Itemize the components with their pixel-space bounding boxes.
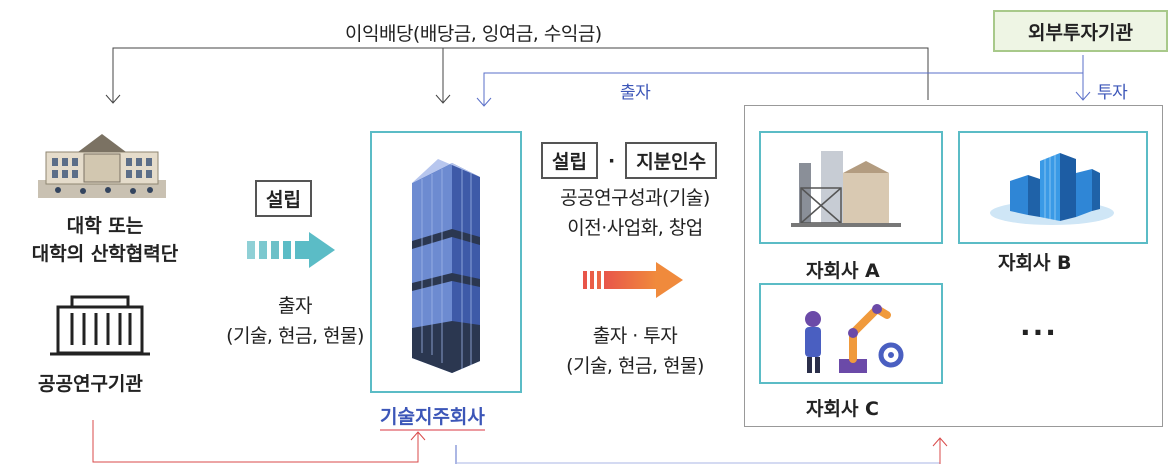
investment-line1: 출자 · 투자	[592, 325, 678, 347]
invest-external-label: 투자	[1097, 83, 1128, 103]
establish-acquire-row: 설립 · 지분인수	[541, 142, 718, 179]
more-ellipsis: ···	[1020, 316, 1058, 349]
university-label-line1: 대학 또는	[66, 215, 144, 237]
university-label: 대학 또는 대학의 산학협력단	[10, 212, 200, 268]
factory-icon	[791, 151, 901, 227]
dividend-label: 이익배당(배당금, 잉여금, 수익금)	[345, 23, 602, 45]
invest-top-label: 출자	[620, 83, 651, 103]
investment-description: 출자 · 투자 (기술, 현금, 현물)	[540, 321, 730, 381]
subsidiary-b-label: 자회사 B	[998, 252, 1072, 274]
institute-icon	[50, 295, 150, 356]
establish-label-left: 설립	[255, 180, 312, 217]
red-arrow-icon	[583, 262, 683, 298]
transfer-description: 공공연구성과(기술) 이전·사업화, 창업	[530, 183, 740, 243]
subsidiary-c-card	[759, 283, 943, 384]
institute-label: 공공연구기관	[38, 373, 143, 395]
contribution-left-line1: 출자	[278, 295, 312, 317]
establish-label-right: 설립	[541, 142, 598, 179]
external-investor-label: 외부투자기관	[1028, 21, 1133, 44]
university-label-line2: 대학의 산학협력단	[31, 243, 179, 265]
subsidiary-c-label: 자회사 C	[806, 398, 879, 420]
transfer-line2: 이전·사업화, 창업	[567, 217, 703, 239]
separator-dot: ·	[607, 149, 616, 172]
investment-line2: (기술, 현금, 현물)	[566, 355, 704, 377]
contribution-left: 출자 (기술, 현금, 현물)	[220, 291, 370, 351]
subsidiary-a-label: 자회사 A	[806, 260, 880, 282]
subsidiaries-container	[744, 105, 1163, 427]
holding-company-label: 기술지주회사	[380, 402, 485, 431]
university-icon	[38, 134, 166, 198]
holding-company-box	[370, 131, 522, 393]
contribution-left-line2: (기술, 현금, 현물)	[226, 325, 364, 347]
transfer-line1: 공공연구성과(기술)	[560, 187, 710, 209]
external-investor-box: 외부투자기관	[993, 10, 1168, 52]
acquire-label: 지분인수	[625, 142, 718, 179]
robot-arm-icon	[805, 303, 904, 373]
tower-icon	[412, 159, 480, 373]
subsidiary-a-card	[759, 131, 943, 244]
building-icon	[990, 153, 1114, 225]
teal-arrow-icon	[247, 232, 335, 268]
subsidiary-b-card	[958, 131, 1148, 244]
